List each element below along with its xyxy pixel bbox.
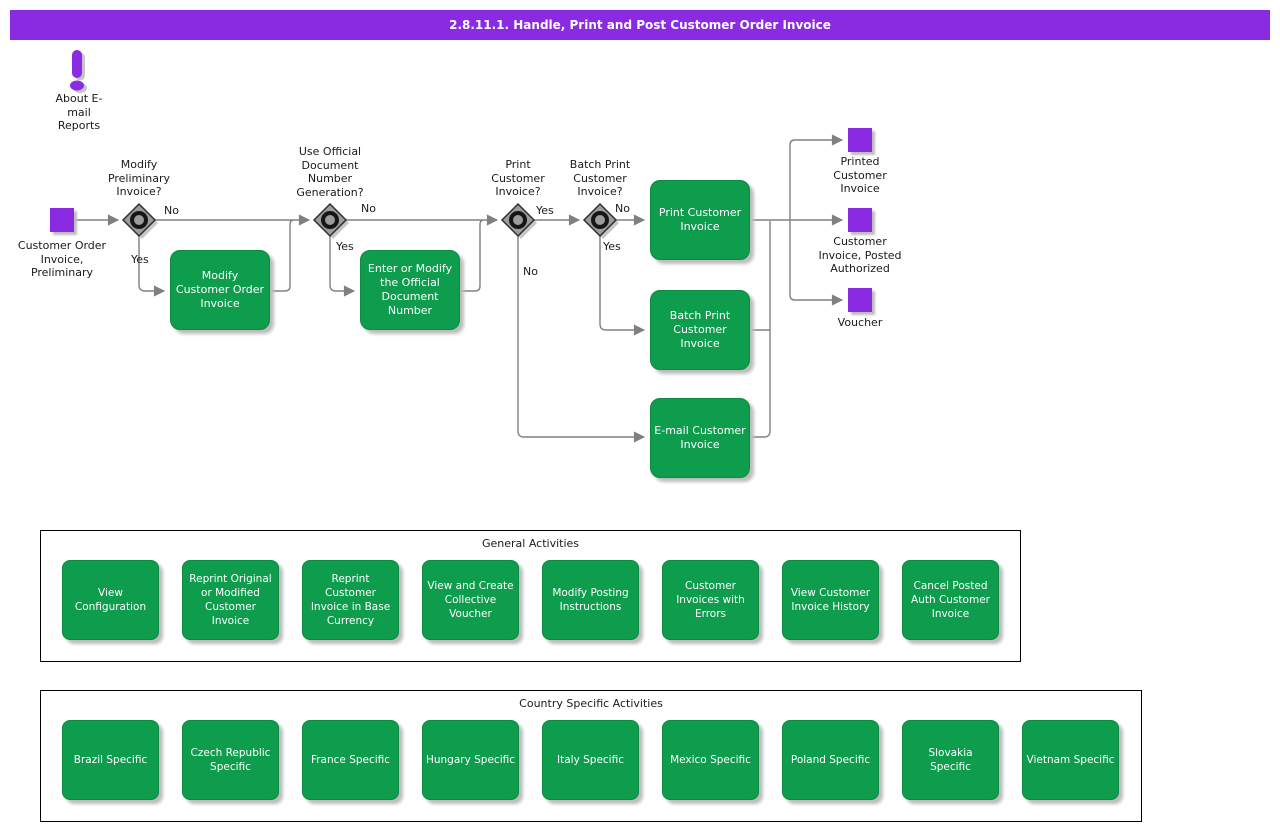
decision-gateway-official-number: [312, 202, 349, 239]
document-customer-order-invoice-preliminary[interactable]: [50, 208, 74, 232]
decision-gateway-batch-print: [582, 202, 619, 239]
decision-gateway-modify-preliminary: [121, 202, 158, 239]
activity-cancel-posted-auth-customer-invoice[interactable]: Cancel Posted Auth Customer Invoice: [902, 560, 999, 640]
edge-label-no: No: [164, 204, 179, 217]
activity-view-configuration[interactable]: View Configuration: [62, 560, 159, 640]
activity-slovakia-specific[interactable]: Slovakia Specific: [902, 720, 999, 800]
edge-label-yes: Yes: [336, 240, 354, 253]
document-customer-invoice-posted-authorized[interactable]: [848, 208, 872, 232]
document-printed-customer-invoice[interactable]: [848, 128, 872, 152]
document-label: Customer Invoice, Posted Authorized: [818, 235, 902, 275]
edge-label-yes: Yes: [131, 253, 149, 266]
edge-label-no: No: [523, 265, 538, 278]
activity-modify-posting-instructions[interactable]: Modify Posting Instructions: [542, 560, 639, 640]
activity-brazil-specific[interactable]: Brazil Specific: [62, 720, 159, 800]
country-specific-activities-title: Country Specific Activities: [519, 697, 663, 710]
decision-label-batch-print: Batch Print Customer Invoice?: [569, 158, 631, 198]
alert-icon[interactable]: [70, 50, 87, 93]
activity-reprint-original-or-modified-customer-invoice[interactable]: Reprint Original or Modified Customer In…: [182, 560, 279, 640]
activity-poland-specific[interactable]: Poland Specific: [782, 720, 879, 800]
activity-view-and-create-collective-voucher[interactable]: View and Create Collective Voucher: [422, 560, 519, 640]
edge-label-no: No: [361, 202, 376, 215]
activity-customer-invoices-with-errors[interactable]: Customer Invoices with Errors: [662, 560, 759, 640]
edge-label-yes: Yes: [603, 240, 621, 253]
edge-label-yes: Yes: [536, 204, 554, 217]
page-title: 2.8.11.1. Handle, Print and Post Custome…: [10, 10, 1270, 40]
activity-france-specific[interactable]: France Specific: [302, 720, 399, 800]
document-label: Printed Customer Invoice: [833, 155, 887, 195]
activity-email-customer-invoice[interactable]: E-mail Customer Invoice: [650, 398, 750, 478]
document-label: Customer Order Invoice, Preliminary: [17, 239, 107, 279]
activity-print-customer-invoice[interactable]: Print Customer Invoice: [650, 180, 750, 260]
decision-label-official-number: Use Official Document Number Generation?: [296, 145, 364, 199]
activity-vietnam-specific[interactable]: Vietnam Specific: [1022, 720, 1119, 800]
activity-reprint-customer-invoice-in-base-currency[interactable]: Reprint Customer Invoice in Base Currenc…: [302, 560, 399, 640]
decision-label-print-invoice: Print Customer Invoice?: [491, 158, 545, 198]
edge-label-no: No: [615, 202, 630, 215]
activity-mexico-specific[interactable]: Mexico Specific: [662, 720, 759, 800]
activity-enter-or-modify-official-document-number[interactable]: Enter or Modify the Official Document Nu…: [360, 250, 460, 330]
activity-italy-specific[interactable]: Italy Specific: [542, 720, 639, 800]
document-voucher[interactable]: [848, 288, 872, 312]
activity-batch-print-customer-invoice[interactable]: Batch Print Customer Invoice: [650, 290, 750, 370]
document-label: Voucher: [837, 316, 883, 329]
flow-edges: [75, 134, 844, 443]
about-email-reports-link[interactable]: About E- mail Reports: [55, 92, 103, 132]
decision-label-modify-preliminary: Modify Preliminary Invoice?: [107, 158, 171, 198]
activity-hungary-specific[interactable]: Hungary Specific: [422, 720, 519, 800]
general-activities-title: General Activities: [481, 537, 580, 550]
activity-czech-republic-specific[interactable]: Czech Republic Specific: [182, 720, 279, 800]
decision-gateway-print-invoice: [500, 202, 537, 239]
activity-view-customer-invoice-history[interactable]: View Customer Invoice History: [782, 560, 879, 640]
activity-modify-customer-order-invoice[interactable]: Modify Customer Order Invoice: [170, 250, 270, 330]
